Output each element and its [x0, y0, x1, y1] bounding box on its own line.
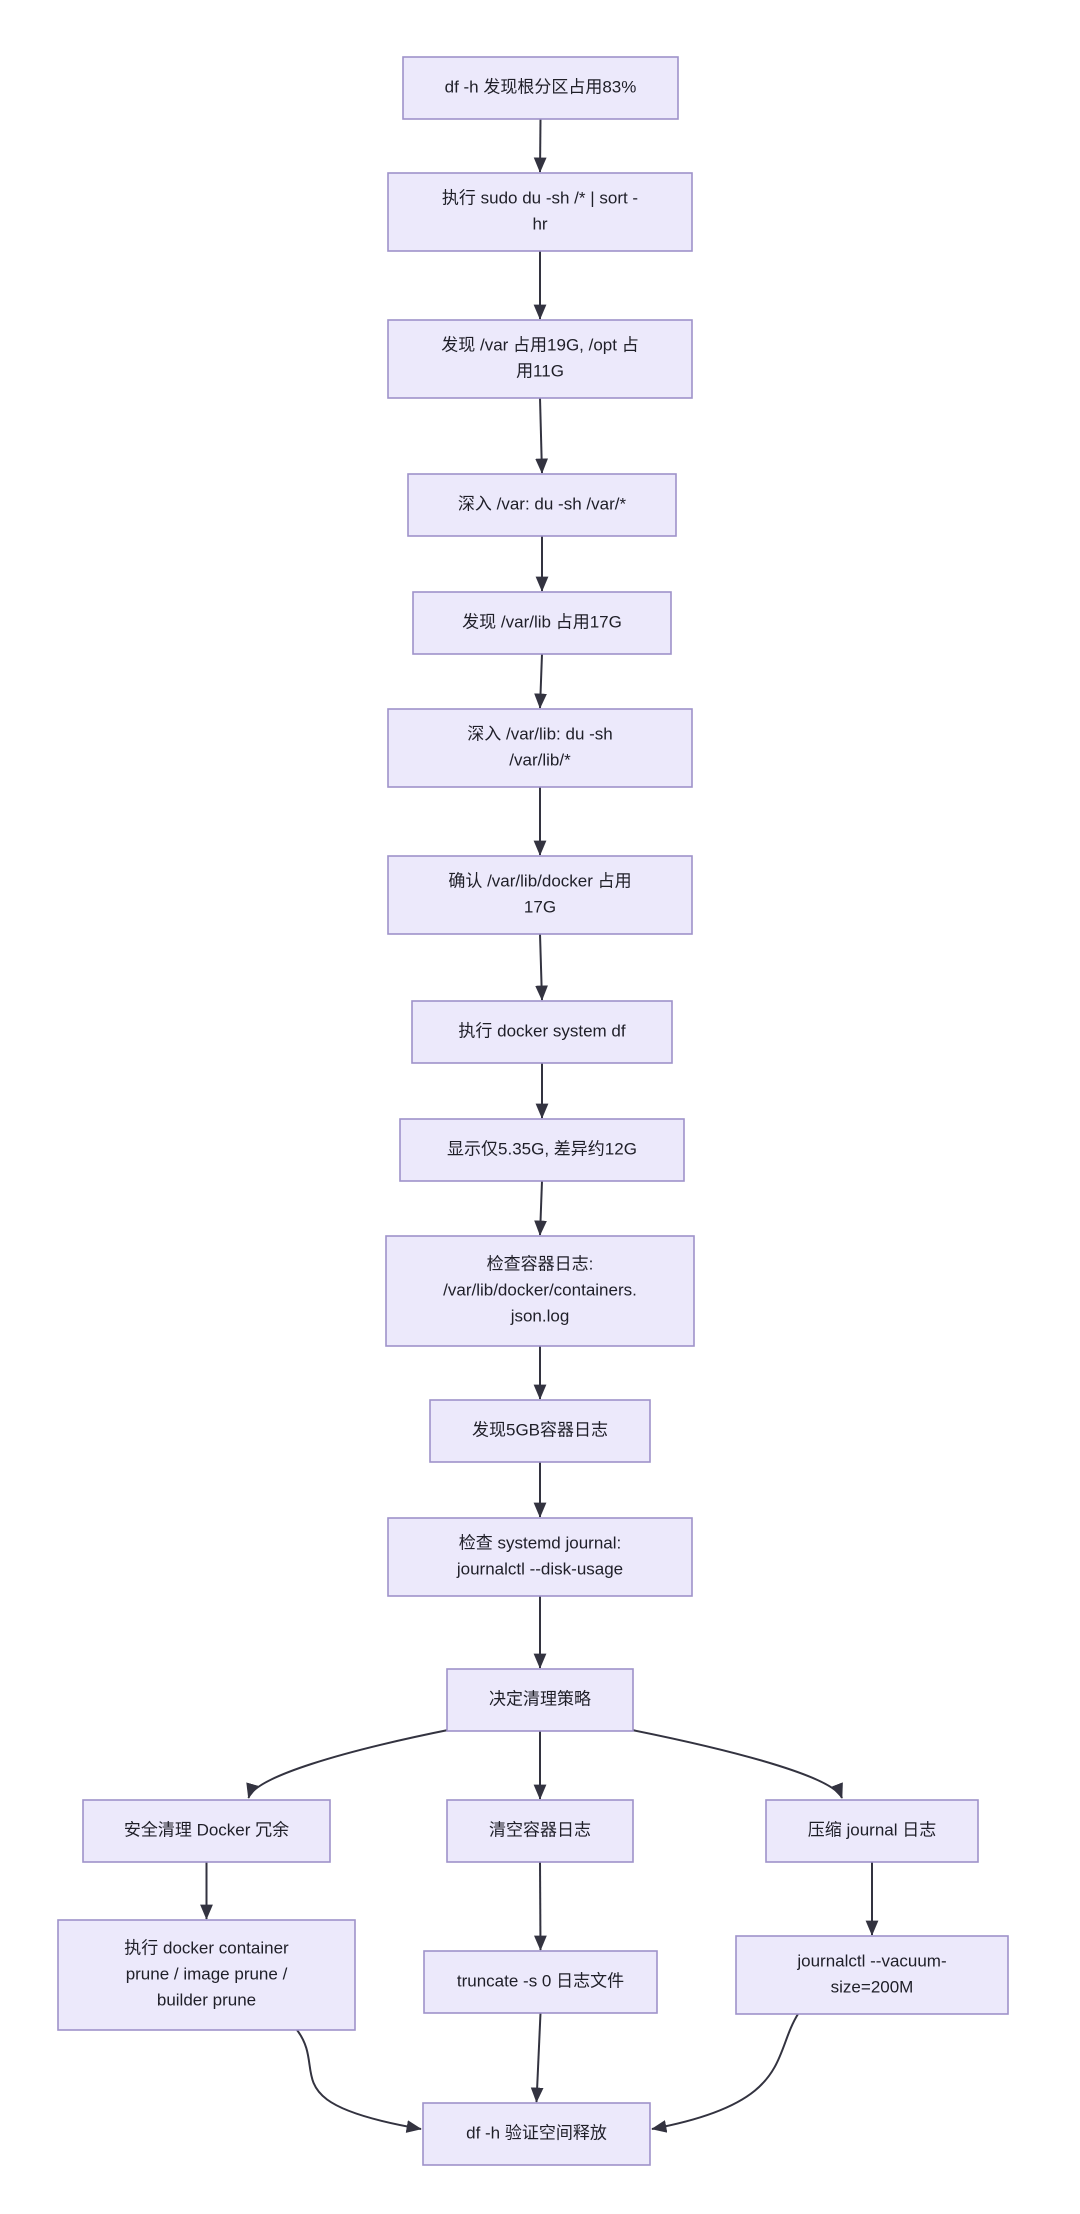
flow-node-label: builder prune	[157, 1990, 256, 2009]
flow-edge	[533, 118, 547, 173]
flow-edge	[534, 1861, 547, 1951]
flow-node-label: truncate -s 0 日志文件	[457, 1971, 624, 1990]
flow-node-label: journalctl --disk-usage	[456, 1559, 623, 1578]
flow-node-label: 执行 docker system df	[458, 1021, 625, 1040]
flow-node-label: 执行 sudo du -sh /* | sort -	[442, 188, 638, 207]
flow-node-box[interactable]	[407, 473, 677, 537]
flow-node[interactable]: journalctl --vacuum-size=200M	[735, 1935, 1009, 2015]
flow-node-label: 发现 /var 占用19G, /opt 占	[441, 335, 638, 354]
flow-node-box[interactable]	[446, 1668, 634, 1732]
node-layer: df -h 发现根分区占用83% 执行 sudo du -sh /* | sort…	[57, 56, 1009, 2166]
flow-node-box[interactable]	[402, 56, 679, 120]
flow-node-label: 检查容器日志:	[487, 1254, 594, 1273]
flow-node-label: /var/lib/docker/containers.	[443, 1280, 637, 1299]
flow-node-box[interactable]	[765, 1799, 979, 1863]
flow-edge	[534, 653, 547, 709]
flow-node-label: 显示仅5.35G, 差异约12G	[447, 1139, 637, 1158]
flow-edge	[246, 1728, 454, 1799]
flow-node-label: 决定清理策略	[489, 1689, 591, 1708]
flow-edge	[530, 2012, 544, 2103]
flow-node-label: 深入 /var: du -sh /var/*	[458, 494, 627, 513]
flow-edge	[626, 1728, 843, 1799]
flow-node[interactable]: 清空容器日志	[446, 1799, 634, 1863]
flow-node[interactable]: 发现5GB容器日志	[429, 1399, 651, 1463]
flow-node-box[interactable]	[57, 1919, 356, 2031]
flow-node-label: /var/lib/*	[509, 750, 571, 769]
flow-node-box[interactable]	[735, 1935, 1009, 2015]
flow-node[interactable]: 执行 docker system df	[411, 1000, 673, 1064]
flow-node-label: 发现5GB容器日志	[472, 1420, 608, 1439]
flow-node-label: hr	[532, 214, 547, 233]
flow-node-box[interactable]	[422, 2102, 651, 2166]
flow-node-box[interactable]	[399, 1118, 685, 1182]
flow-node-label: 深入 /var/lib: du -sh	[467, 724, 613, 743]
flow-node-label: 压缩 journal 日志	[808, 1820, 936, 1839]
flow-node-label: 清空容器日志	[489, 1820, 591, 1839]
flow-node-box[interactable]	[387, 319, 693, 399]
flow-edge	[296, 2029, 422, 2133]
flow-node-label: 检查 systemd journal:	[459, 1533, 622, 1552]
flow-node[interactable]: 确认 /var/lib/docker 占用 17G	[387, 855, 693, 935]
flow-node[interactable]: df -h 验证空间释放	[422, 2102, 651, 2166]
flow-node-label: 用11G	[516, 361, 564, 380]
flow-node-label: df -h 验证空间释放	[466, 2123, 607, 2142]
flow-node-box[interactable]	[412, 591, 672, 655]
flow-node-label: json.log	[510, 1306, 570, 1325]
flow-node[interactable]: 显示仅5.35G, 差异约12G	[399, 1118, 685, 1182]
flow-edge	[651, 2013, 799, 2133]
flow-node-box[interactable]	[387, 172, 693, 252]
flow-node-box[interactable]	[82, 1799, 331, 1863]
flow-node[interactable]: df -h 发现根分区占用83%	[402, 56, 679, 120]
flow-node[interactable]: 执行 docker container prune / image prune /…	[57, 1919, 356, 2031]
flow-node[interactable]: 安全清理 Docker 冗余	[82, 1799, 331, 1863]
flow-node-box[interactable]	[423, 1950, 658, 2014]
flow-node[interactable]: 执行 sudo du -sh /* | sort - hr	[387, 172, 693, 252]
flow-edge	[535, 933, 548, 1001]
edge-layer	[200, 118, 879, 2133]
flow-node[interactable]: 压缩 journal 日志	[765, 1799, 979, 1863]
flow-node[interactable]: 深入 /var/lib: du -sh/var/lib/*	[387, 708, 693, 788]
flow-node-box[interactable]	[387, 855, 693, 935]
flow-node-box[interactable]	[411, 1000, 673, 1064]
flow-node-label: 17G	[524, 897, 556, 916]
flow-node[interactable]: truncate -s 0 日志文件	[423, 1950, 658, 2014]
flow-node[interactable]: 检查容器日志: /var/lib/docker/containers. json.l…	[385, 1235, 695, 1347]
flow-node-label: 安全清理 Docker 冗余	[124, 1820, 289, 1839]
flow-node-label: 执行 docker container	[124, 1938, 289, 1957]
flow-node[interactable]: 深入 /var: du -sh /var/*	[407, 473, 677, 537]
flow-node-label: 确认 /var/lib/docker 占用	[448, 871, 631, 890]
flow-node[interactable]: 发现 /var/lib 占用17G	[412, 591, 672, 655]
flow-node[interactable]: 检查 systemd journal: journalctl --disk-usa…	[387, 1517, 693, 1597]
flow-edge	[534, 1180, 547, 1236]
flow-node-label: size=200M	[831, 1977, 914, 1996]
flow-node-box[interactable]	[387, 708, 693, 788]
flow-node[interactable]: 决定清理策略	[446, 1668, 634, 1732]
flow-node-box[interactable]	[385, 1235, 695, 1347]
flow-node-label: prune / image prune /	[126, 1964, 288, 1983]
flow-edge	[535, 397, 549, 474]
flow-node-box[interactable]	[429, 1399, 651, 1463]
flow-node-label: 发现 /var/lib 占用17G	[462, 612, 622, 631]
flow-node-label: journalctl --vacuum-	[796, 1951, 946, 1970]
flow-node-box[interactable]	[387, 1517, 693, 1597]
flow-node-label: df -h 发现根分区占用83%	[445, 77, 637, 96]
flow-node-box[interactable]	[446, 1799, 634, 1863]
